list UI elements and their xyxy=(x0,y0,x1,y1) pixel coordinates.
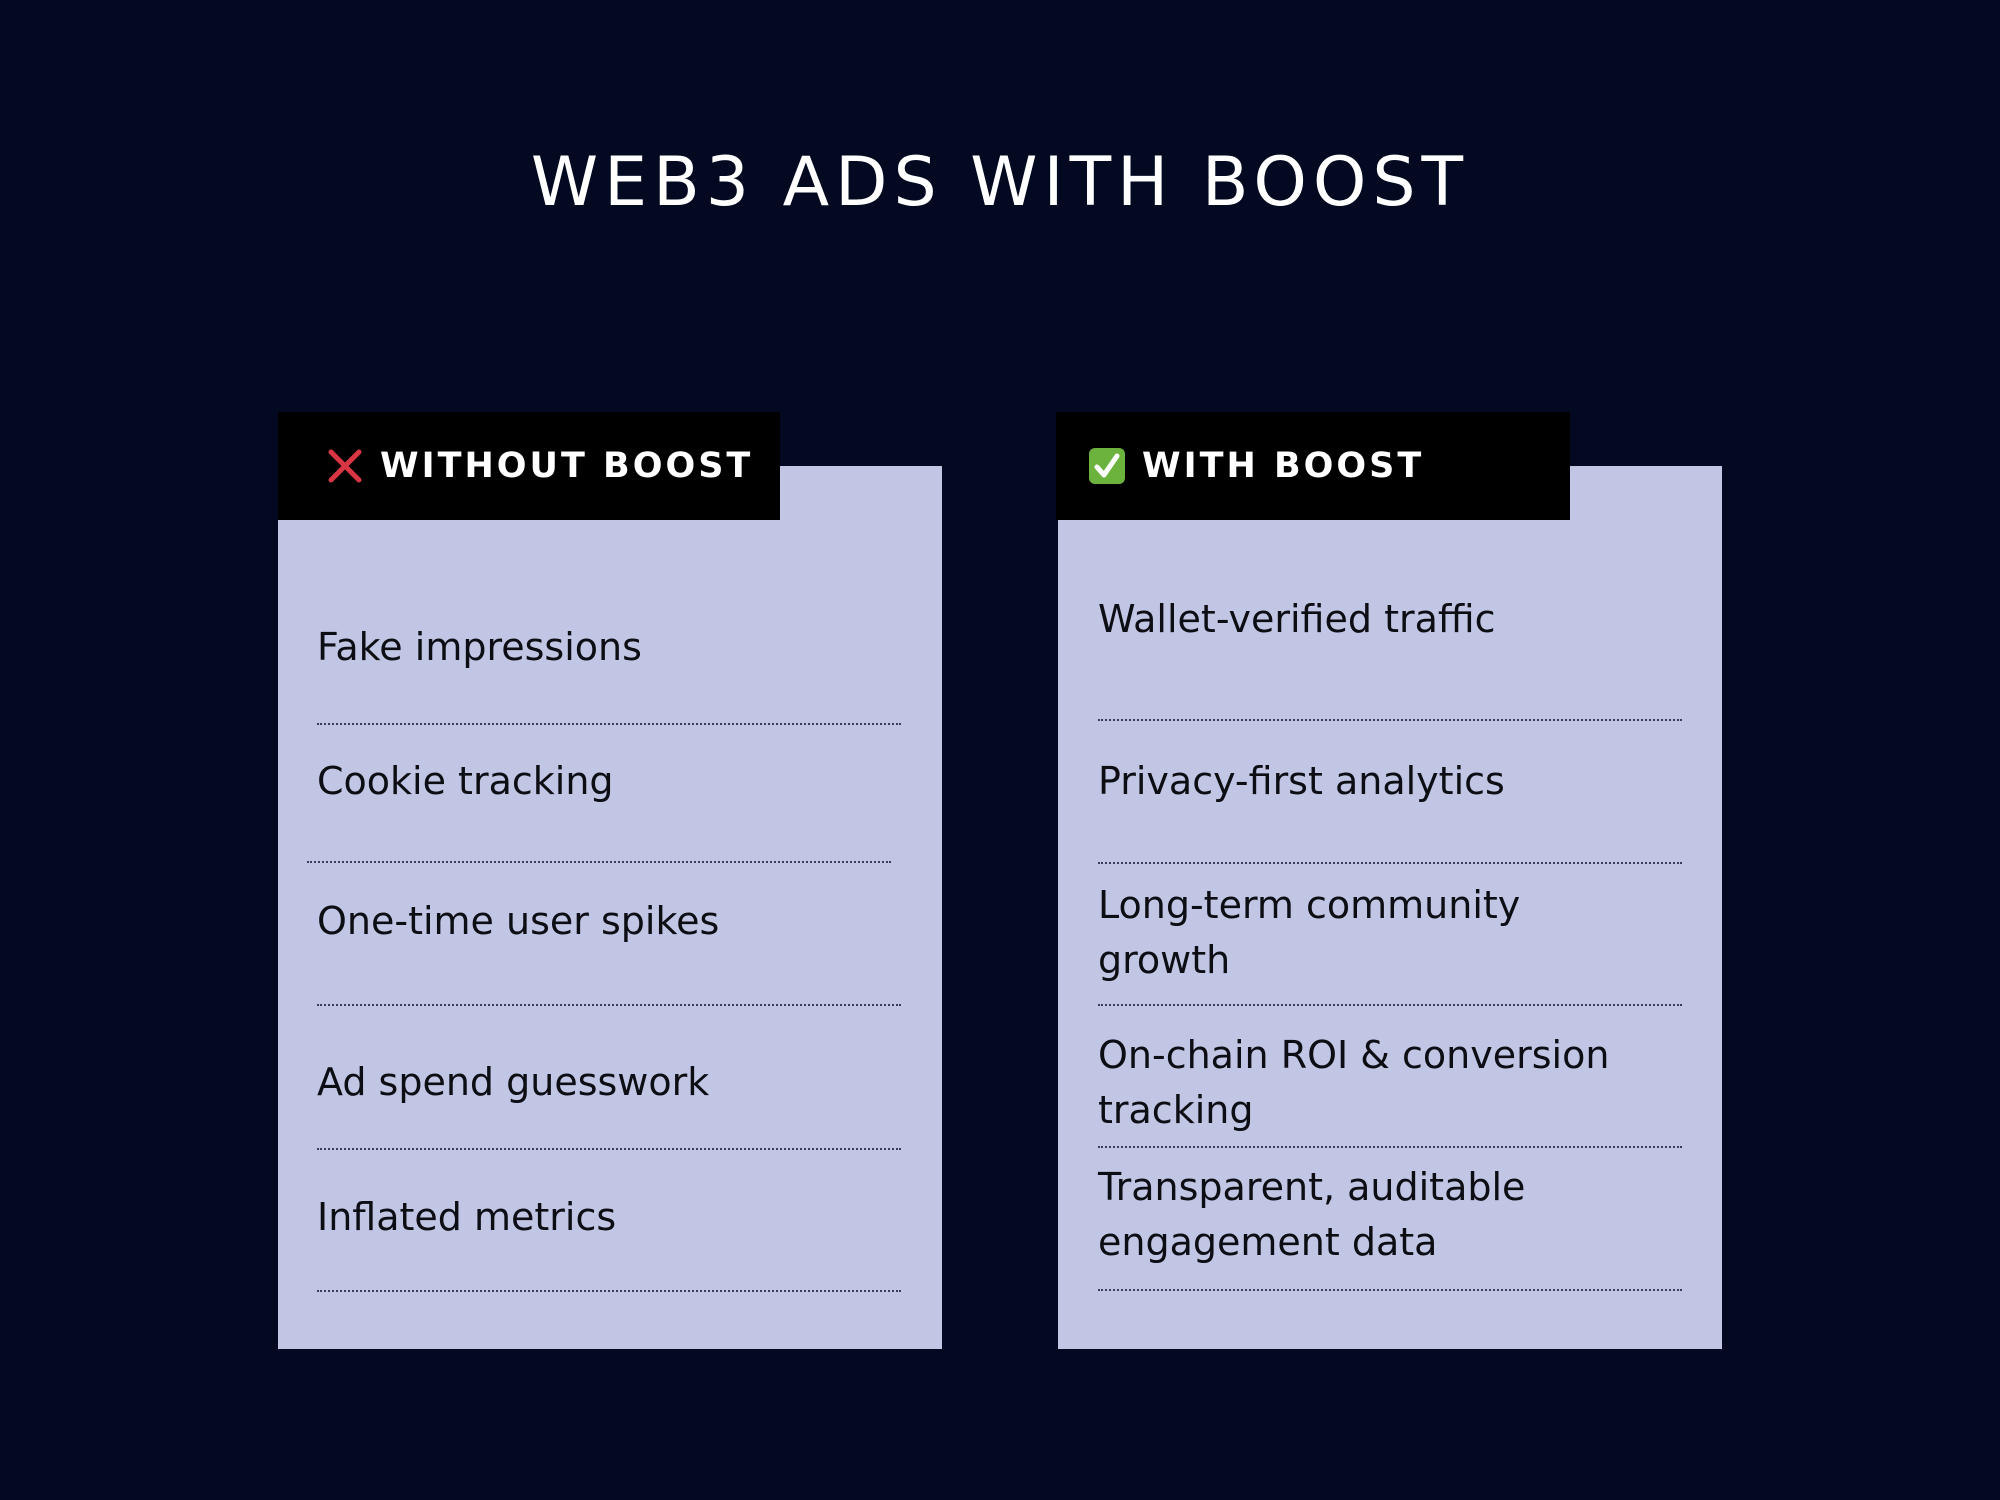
without-divider-3 xyxy=(317,1004,901,1006)
without-divider-4 xyxy=(317,1148,901,1150)
with-item-privacy-first: Privacy-first analytics xyxy=(1098,754,1505,809)
without-boost-card xyxy=(278,466,942,1349)
without-boost-tab: WITHOUT BOOST xyxy=(278,412,780,520)
cross-mark-icon xyxy=(328,449,362,483)
with-item-wallet-verified-line-1: Wallet-verified traffic xyxy=(1098,597,1496,641)
with-item-privacy-first-line-1: Privacy-first analytics xyxy=(1098,759,1505,803)
without-divider-1 xyxy=(317,723,901,725)
with-divider-5 xyxy=(1098,1289,1682,1291)
with-item-onchain-roi-line-1: On-chain ROI & conversion xyxy=(1098,1033,1610,1077)
with-item-community-growth-line-1: Long-term community xyxy=(1098,883,1521,927)
with-boost-tab: WITH BOOST xyxy=(1056,412,1570,520)
with-divider-4 xyxy=(1098,1146,1682,1148)
without-item-inflated-metrics: Inflated metrics xyxy=(317,1195,617,1239)
check-mark-button-icon xyxy=(1089,448,1125,484)
without-item-one-time-spikes: One-time user spikes xyxy=(317,899,720,943)
without-item-fake-impressions: Fake impressions xyxy=(317,625,642,669)
without-boost-label: WITHOUT BOOST xyxy=(380,446,754,486)
with-boost-label: WITH BOOST xyxy=(1142,446,1425,486)
with-divider-1 xyxy=(1098,719,1682,721)
with-divider-3 xyxy=(1098,1004,1682,1006)
with-divider-2 xyxy=(1098,862,1682,864)
with-item-onchain-roi: On-chain ROI & conversion tracking xyxy=(1098,1028,1609,1138)
with-item-onchain-roi-line-2: tracking xyxy=(1098,1088,1254,1132)
with-boost-card xyxy=(1058,466,1722,1349)
without-divider-2 xyxy=(307,861,891,863)
page-title: WEB3 ADS WITH BOOST xyxy=(530,143,1470,222)
without-divider-5 xyxy=(317,1290,901,1292)
with-item-community-growth-line-2: growth xyxy=(1098,938,1231,982)
without-item-ad-spend-guesswork: Ad spend guesswork xyxy=(317,1060,710,1104)
with-item-transparent-data: Transparent, auditable engagement data xyxy=(1098,1160,1525,1270)
with-item-transparent-data-line-1: Transparent, auditable xyxy=(1098,1165,1526,1209)
with-item-transparent-data-line-2: engagement data xyxy=(1098,1220,1438,1264)
with-item-wallet-verified: Wallet-verified traffic xyxy=(1098,592,1496,647)
with-item-community-growth: Long-term community growth xyxy=(1098,878,1520,988)
without-item-cookie-tracking: Cookie tracking xyxy=(317,759,614,803)
